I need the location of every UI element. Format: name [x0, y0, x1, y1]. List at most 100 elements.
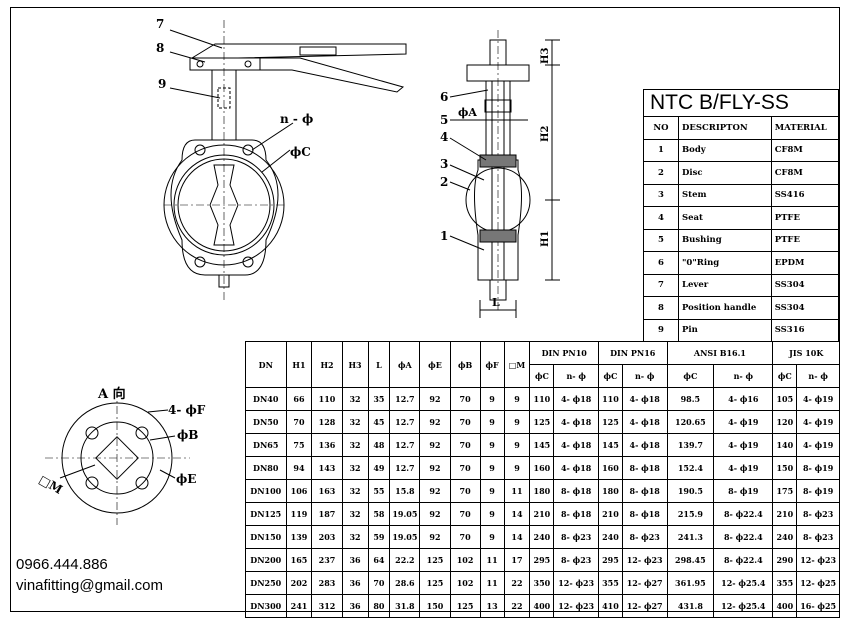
callout-7: 7 [156, 17, 164, 31]
dims-cell: 70 [449, 479, 481, 503]
dims-cell: DN150 [245, 525, 287, 549]
dims-cell: 14 [503, 502, 531, 526]
parts-cell-material: SS304 [770, 273, 840, 297]
dims-cell: 49 [367, 456, 391, 480]
dims-cell: 94 [285, 456, 313, 480]
dims-cell: 163 [311, 479, 343, 503]
side-body [474, 159, 522, 281]
dims-cell: 9 [479, 479, 505, 503]
dims-cell: 105 [772, 387, 798, 411]
dims-cell: 55 [367, 479, 391, 503]
dims-cell: 4- ϕ18 [553, 387, 599, 411]
dims-cell: 12- ϕ23 [553, 571, 599, 595]
dims-header-row: DN H1 H2 H3 L ϕA ϕE ϕB ϕF □M DIN PN10 DI… [245, 341, 840, 388]
four-phi-f-label: 4- ϕF [168, 403, 206, 417]
dims-cell: 12.7 [389, 456, 421, 480]
parts-cell-material: SS316 [770, 318, 840, 342]
dims-header-dn: DN [245, 341, 287, 388]
dims-cell: 145 [597, 433, 623, 457]
dims-cell: 4- ϕ19 [796, 433, 840, 457]
dims-cell: 59 [367, 525, 391, 549]
dims-cell: 12- ϕ25.4 [713, 571, 774, 595]
parts-cell-material: EPDM [770, 251, 840, 275]
a-view-label: A 向 [97, 386, 126, 402]
dims-cell: 355 [597, 571, 623, 595]
dims-cell: 22.2 [389, 548, 421, 572]
phi-c-label: ϕC [290, 145, 311, 159]
dims-cell: 215.9 [666, 502, 715, 526]
phi-e-label: ϕE [176, 472, 196, 486]
lever-arm [238, 57, 405, 93]
dims-cell: 14 [503, 525, 531, 549]
dims-cell: 12- ϕ23 [796, 548, 840, 572]
dims-cell: 12.7 [389, 410, 421, 434]
dims-cell: 295 [597, 548, 623, 572]
dims-cell: 70 [449, 410, 481, 434]
dims-cell: 298.45 [666, 548, 715, 572]
dims-cell: 8- ϕ18 [621, 502, 668, 526]
dims-cell: 12- ϕ23 [621, 548, 668, 572]
dimensions-table: DN H1 H2 H3 L ϕA ϕE ϕB ϕF □M DIN PN10 DI… [245, 341, 840, 618]
parts-header-description: DESCRIPTON [678, 116, 772, 140]
dims-cell: 4- ϕ18 [553, 433, 599, 457]
dims-cell: 152.4 [666, 456, 715, 480]
dims-cell: 32 [341, 433, 369, 457]
dims-cell: DN200 [245, 548, 287, 572]
dims-group-jis: JIS 10K [772, 341, 840, 365]
dims-cell: 125 [449, 594, 481, 618]
callout-6: 6 [440, 90, 448, 104]
neck-top-plate [189, 57, 261, 71]
dims-cell: 8- ϕ18 [553, 502, 599, 526]
h3-label: H3 [540, 48, 551, 64]
valve-body-outline [170, 139, 279, 276]
dims-cell: 92 [419, 433, 451, 457]
dims-sub-c-2: ϕC [597, 364, 623, 388]
callout-9: 9 [158, 77, 166, 91]
dims-cell: 4- ϕ19 [713, 456, 774, 480]
bolt-right [244, 60, 252, 68]
dims-sub-c-4: ϕC [772, 364, 798, 388]
dims-cell: 145 [529, 433, 555, 457]
dims-header-h1: H1 [285, 341, 313, 388]
dims-subheader-row: ϕC n- ϕ ϕC n- ϕ ϕC n- ϕ ϕC n- ϕ [246, 364, 840, 388]
dims-cell: 12- ϕ27 [621, 571, 668, 595]
parts-header-no: NO [643, 116, 679, 140]
dims-cell: 140 [772, 433, 798, 457]
parts-cell-no: 9 [643, 318, 679, 342]
dims-cell: 240 [772, 525, 798, 549]
dims-cell: 240 [597, 525, 623, 549]
dims-cell: 295 [529, 548, 555, 572]
dims-cell: 290 [772, 548, 798, 572]
dims-cell: 361.95 [666, 571, 715, 595]
side-bottom-plug [489, 279, 507, 301]
dims-cell: 410 [597, 594, 623, 618]
parts-cell-no: 3 [643, 183, 679, 207]
dims-cell: 8- ϕ22.4 [713, 548, 774, 572]
seat-circle [173, 154, 275, 256]
parts-cell-material: SS304 [770, 296, 840, 320]
dims-cell: 4- ϕ19 [796, 410, 840, 434]
dims-cell: 8- ϕ19 [796, 456, 840, 480]
dims-cell: 8- ϕ18 [621, 479, 668, 503]
dims-cell: 8- ϕ23 [796, 502, 840, 526]
dims-cell: 283 [311, 571, 343, 595]
dims-cell: 102 [449, 548, 481, 572]
dims-sub-c-3: ϕC [666, 364, 715, 388]
dims-cell: 66 [285, 387, 313, 411]
dims-cell: 12- ϕ25 [796, 571, 840, 595]
dims-sub-n-2: n- ϕ [621, 364, 668, 388]
dims-header-phi-b: ϕB [449, 341, 481, 388]
dims-cell: DN40 [245, 387, 287, 411]
dims-cell: 12- ϕ25.4 [713, 594, 774, 618]
dims-cell: 400 [529, 594, 555, 618]
dims-cell: 70 [367, 571, 391, 595]
dims-cell: 36 [341, 594, 369, 618]
h2-label: H2 [540, 126, 551, 142]
l-label: L [492, 296, 500, 309]
dims-cell: 150 [419, 594, 451, 618]
dims-cell: 210 [597, 502, 623, 526]
